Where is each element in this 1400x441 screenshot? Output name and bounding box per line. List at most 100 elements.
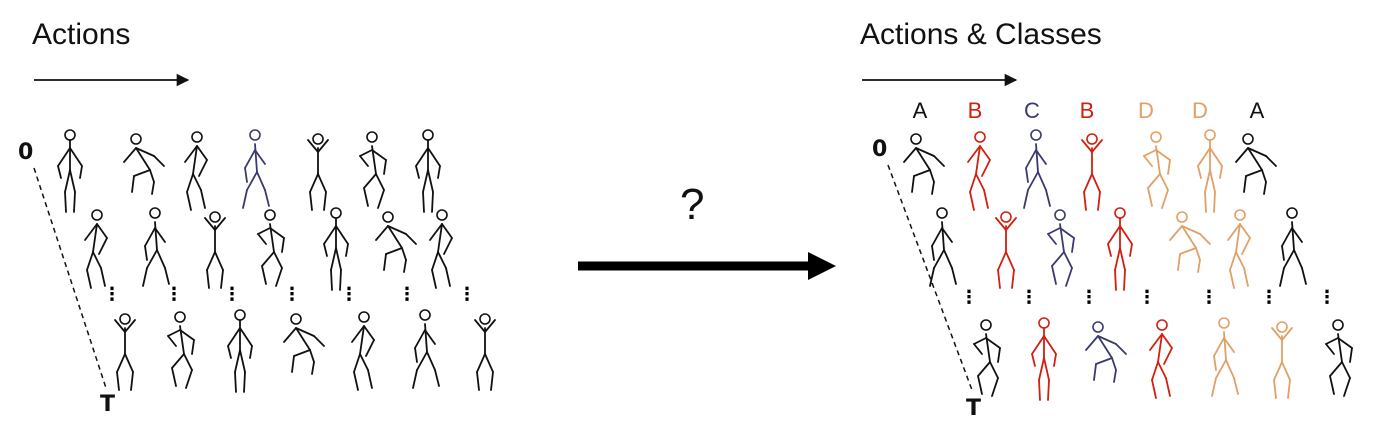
skeleton-bone [1291,227,1303,243]
skeleton-bone [191,339,195,355]
skeleton-bone [1107,243,1112,257]
skeleton-head [358,311,370,323]
left-ellipsis: ⋮ [165,284,183,304]
skeleton-bone [445,267,451,287]
skeleton-bone [424,329,436,345]
skeleton-bone [192,173,202,191]
skeleton-bone [1195,247,1201,261]
skeleton-head [910,133,922,145]
right-ellipsis: ⋮ [960,287,978,307]
skeleton-bone [234,371,237,393]
skeleton-bone [295,327,311,351]
skeleton-bone [309,173,319,193]
skeleton-bone [1241,237,1251,255]
left-ellipsis: ⋮ [223,284,241,304]
skeleton-bone [1197,147,1211,167]
skeleton-bone [1329,361,1343,377]
left-end-label: T [100,392,116,417]
skeleton-bone [220,269,224,289]
skeleton-bone [269,227,285,239]
right-ellipsis: ⋮ [1260,287,1278,307]
skeleton-head [209,211,221,223]
skeleton-bone [307,139,319,153]
time-axis-right [887,164,973,391]
skeleton-bone [441,223,453,239]
skeleton-figure-class-C [1085,321,1127,383]
skeleton-bone [86,251,94,271]
skeleton-head [234,309,246,321]
skeleton-bone [309,349,315,363]
skeleton-figure-class-B [967,131,991,211]
skeleton-bone [1143,155,1153,167]
skeleton-bone [183,353,193,371]
skeleton-bone [969,191,975,211]
skeleton-figure [351,311,375,391]
left-ellipsis: ⋮ [398,284,416,304]
skeleton-bone [1065,267,1073,287]
skeleton-bone [997,269,1001,289]
skeleton-figure-class-D [1143,131,1171,209]
skeleton-bone [911,175,915,193]
skeleton-figure-class-A [903,133,945,195]
skeleton-head [1218,317,1230,329]
skeleton-bone [437,165,441,179]
skeleton-figure [412,309,440,389]
skeleton-figure [415,129,441,213]
skeleton-bone [415,165,420,179]
skeleton-head [436,209,448,221]
skeleton-figure-class-B [1081,133,1103,211]
skeleton-bone [375,173,385,191]
skeleton-bone [405,233,417,245]
skeleton-bone [1325,337,1339,345]
skeleton-bone [973,343,983,355]
skeleton-bone [1043,357,1050,381]
skeleton-bone [1281,245,1285,261]
skeleton-bone [1263,181,1267,195]
skeleton-figure-class-A [929,207,957,287]
skeleton-bone [254,149,266,165]
skeleton-head [382,211,394,223]
skeleton-bone [1038,379,1041,401]
skeleton-bone [1159,173,1169,191]
skeleton-bone [323,225,337,245]
question-mark: ? [680,180,705,229]
skeleton-bone [414,347,418,363]
skeleton-bone [116,353,126,373]
skeleton-bone [1181,225,1201,235]
skeleton-bone [264,189,270,207]
skeleton-bone [64,169,71,193]
skeleton-bone [1161,189,1169,209]
skeleton-bone [1119,225,1133,245]
class-label: D [1192,98,1208,123]
skeleton-figure [227,309,253,393]
skeleton-bone [484,319,496,333]
skeleton-bone [1243,267,1249,287]
skeleton-bone [1163,347,1173,365]
skeleton-bone [1111,357,1117,371]
skeleton-bone [317,139,329,153]
skeleton-bone [1157,361,1167,379]
skeleton-bone [335,247,342,271]
skeleton-bone [135,147,151,171]
skeleton-bone [997,251,1007,271]
skeleton-bone [214,251,224,271]
skeleton-bone [1229,251,1237,271]
time-axis-left [33,167,107,389]
skeleton-bone [1129,243,1133,257]
skeleton-bone [1243,175,1247,193]
skeleton-bone [167,329,181,337]
skeleton-bone [941,227,953,243]
skeleton-bone [1037,171,1047,191]
skeleton-bone [431,251,439,271]
skeleton-bone [1047,233,1057,245]
skeleton-bone [1123,269,1126,291]
skeleton-bone [1239,223,1251,239]
skeleton-figure [204,211,226,289]
skeleton-bone [100,267,106,287]
skeleton-head [290,313,302,325]
skeleton-bone [1027,171,1039,191]
skeleton-bone [1005,251,1015,271]
skeleton-bone [1167,159,1171,175]
skeleton-bone [1047,227,1061,235]
skeleton-bone [1265,155,1277,167]
